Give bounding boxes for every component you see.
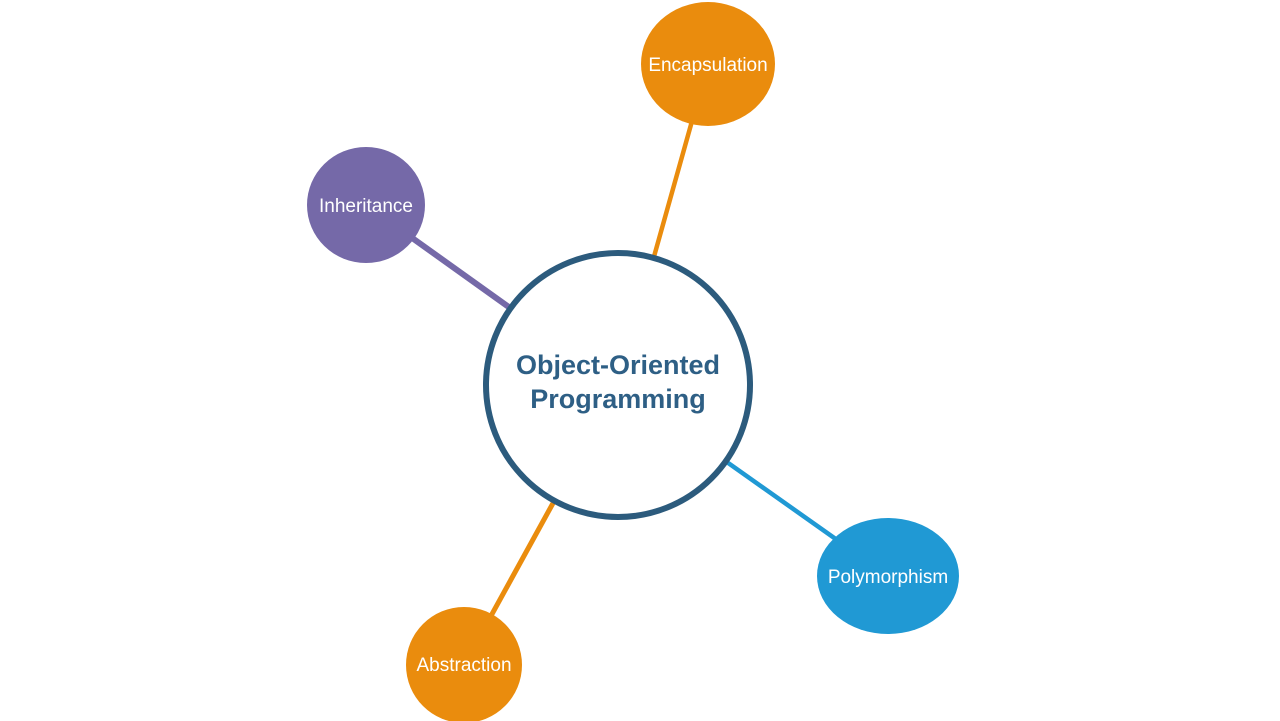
node-abstraction-shape [406, 607, 522, 721]
node-polymorphism-shape [817, 518, 959, 634]
node-polymorphism-label: Polymorphism [828, 567, 948, 588]
node-abstraction-label: Abstraction [416, 655, 511, 676]
center-node: Object-Oriented Programming [483, 250, 753, 520]
node-inheritance-shape [307, 147, 425, 263]
node-polymorphism: Polymorphism [817, 518, 959, 634]
node-encapsulation-label: Encapsulation [648, 55, 767, 76]
node-abstraction: Abstraction [406, 607, 522, 721]
center-node-circle [483, 250, 753, 520]
center-node-label-line1: Object-Oriented [516, 350, 720, 380]
node-encapsulation-shape [641, 2, 775, 126]
node-inheritance: Inheritance [307, 147, 425, 263]
node-inheritance-label: Inheritance [319, 196, 413, 217]
center-node-label-line2: Programming [530, 384, 706, 414]
node-encapsulation: Encapsulation [641, 2, 775, 126]
